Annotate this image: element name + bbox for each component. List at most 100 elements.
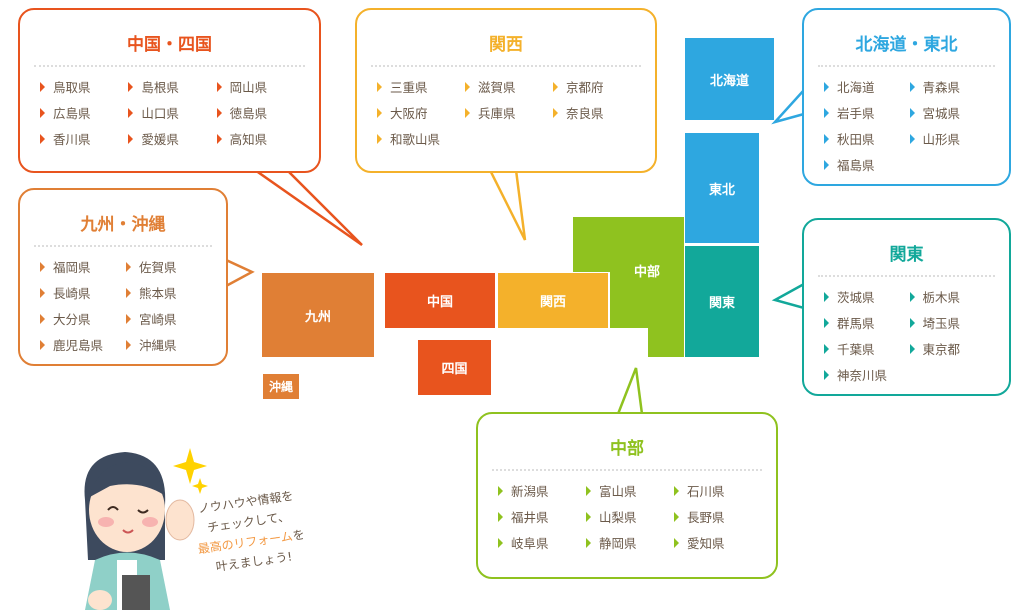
prefecture-link[interactable]: 鳥取県 [40, 77, 128, 96]
prefecture-link[interactable]: 和歌山県 [377, 129, 465, 148]
map-chugoku[interactable]: 中国 [385, 273, 495, 328]
prefecture-link[interactable]: 埼玉県 [909, 313, 996, 332]
prefecture-link[interactable]: 岐阜県 [498, 533, 586, 552]
prefecture-list: 新潟県 富山県石川県福井県山梨県 長野県岐阜県静岡県愛知県 [492, 481, 762, 552]
prefecture-label: 香川県 [53, 132, 91, 147]
prefecture-link[interactable]: 石川県 [674, 481, 762, 500]
prefecture-link[interactable]: 島根県 [128, 77, 216, 96]
prefecture-link[interactable]: 大分県 [40, 309, 126, 328]
arrow-right-icon [674, 485, 679, 496]
prefecture-link[interactable]: 京都府 [553, 77, 641, 96]
arrow-right-icon [909, 343, 915, 354]
arrow-right-icon [377, 133, 382, 144]
prefecture-label: 奈良県 [566, 106, 604, 121]
prefecture-link[interactable]: 静岡県 [586, 533, 674, 552]
prefecture-label: 宮城県 [922, 106, 961, 121]
prefecture-label: 島根県 [141, 80, 179, 95]
map-okinawa[interactable]: 沖縄 [263, 374, 299, 399]
arrow-right-icon [128, 133, 134, 144]
prefecture-link[interactable]: 山梨県 [586, 507, 674, 526]
prefecture-label: 茨城県 [837, 290, 875, 305]
arrow-right-icon [498, 511, 503, 522]
prefecture-link[interactable]: 高知県 [216, 129, 305, 148]
prefecture-link[interactable]: 富山県 [586, 481, 674, 500]
prefecture-label: 栃木県 [922, 290, 961, 305]
prefecture-label: 東京都 [922, 342, 961, 357]
prefecture-link[interactable]: 滋賀県 [465, 77, 553, 96]
region-box-chubu: 中部新潟県富山県石川県福井県山梨県長野県岐阜県静岡県愛知県 [476, 412, 778, 579]
prefecture-link[interactable]: 福井県 [498, 507, 586, 526]
prefecture-link[interactable]: 福岡県 [40, 257, 126, 276]
prefecture-link[interactable]: 徳島県 [216, 103, 305, 122]
prefecture-link[interactable]: 千葉県 [824, 339, 910, 358]
prefecture-link[interactable]: 宮崎県 [126, 309, 212, 328]
map-kansai[interactable]: 関西 [498, 273, 608, 328]
prefecture-label: 京都府 [566, 80, 604, 95]
prefecture-link[interactable]: 愛知県 [674, 533, 762, 552]
prefecture-link[interactable]: 奈良県 [553, 103, 641, 122]
prefecture-link[interactable]: 長崎県 [40, 283, 126, 302]
prefecture-list: 福岡県佐賀県長崎県 熊本県大分県 宮崎県鹿児島県沖縄県 [34, 257, 212, 354]
prefecture-link[interactable]: 香川県 [40, 129, 128, 148]
arrow-right-icon [553, 81, 558, 92]
prefecture-label: 宮崎県 [139, 312, 177, 327]
prefecture-link[interactable]: 北海道 [824, 77, 910, 96]
prefecture-link[interactable]: 広島県 [40, 103, 128, 122]
arrow-right-icon [824, 369, 829, 380]
prefecture-link[interactable]: 福島県 [824, 155, 910, 174]
arrow-right-icon [216, 133, 222, 144]
prefecture-link[interactable]: 佐賀県 [126, 257, 212, 276]
prefecture-link[interactable]: 三重県 [377, 77, 465, 96]
prefecture-label: 長野県 [687, 510, 725, 525]
arrow-right-icon [824, 81, 829, 92]
prefecture-link[interactable]: 青森県 [909, 77, 996, 96]
prefecture-label: 長崎県 [53, 286, 91, 301]
arrow-right-icon [674, 537, 679, 548]
arrow-right-icon [128, 81, 134, 92]
prefecture-link[interactable]: 山形県 [909, 129, 996, 148]
prefecture-link[interactable]: 茨城県 [824, 287, 910, 306]
arrow-right-icon [216, 107, 222, 118]
map-chubu[interactable]: 中部 [633, 264, 660, 280]
prefecture-link[interactable]: 沖縄県 [126, 335, 212, 354]
prefecture-link[interactable]: 栃木県 [909, 287, 996, 306]
prefecture-link[interactable]: 神奈川県 [824, 365, 910, 384]
map-hokkaido[interactable]: 北海道 [685, 38, 774, 120]
prefecture-label: 山口県 [141, 106, 179, 121]
prefecture-link[interactable]: 群馬県 [824, 313, 910, 332]
map-tohoku[interactable]: 東北 [685, 133, 759, 243]
prefecture-link[interactable]: 秋田県 [824, 129, 910, 148]
map-kyushu[interactable]: 九州 [262, 273, 374, 357]
map-shikoku[interactable]: 四国 [418, 340, 491, 395]
prefecture-link[interactable]: 東京都 [909, 339, 996, 358]
arrow-right-icon [909, 317, 915, 328]
prefecture-link[interactable]: 兵庫県 [465, 103, 553, 122]
arrow-right-icon [909, 133, 915, 144]
map-kanto[interactable]: 関東 [685, 246, 759, 357]
prefecture-link[interactable]: 大阪府 [377, 103, 465, 122]
prefecture-link[interactable]: 熊本県 [126, 283, 212, 302]
prefecture-link[interactable]: 鹿児島県 [40, 335, 126, 354]
prefecture-label: 山梨県 [599, 510, 637, 525]
arrow-right-icon [40, 261, 45, 272]
arrow-right-icon [586, 511, 591, 522]
prefecture-link[interactable]: 新潟県 [498, 481, 586, 500]
arrow-right-icon [824, 343, 829, 354]
region-title: 関東 [818, 240, 995, 277]
prefecture-link[interactable]: 宮城県 [909, 103, 996, 122]
arrow-right-icon [553, 107, 558, 118]
prefecture-label: 新潟県 [511, 484, 549, 499]
arrow-right-icon [377, 107, 382, 118]
prefecture-link[interactable]: 山口県 [128, 103, 216, 122]
arrow-right-icon [40, 287, 45, 298]
prefecture-link[interactable]: 愛媛県 [128, 129, 216, 148]
prefecture-link[interactable]: 岡山県 [216, 77, 305, 96]
prefecture-link[interactable]: 長野県 [674, 507, 762, 526]
prefecture-list: 三重県滋賀県京都府大阪府兵庫県奈良県和歌山県 [371, 77, 641, 148]
arrow-right-icon [126, 287, 131, 298]
arrow-right-icon [909, 107, 915, 118]
arrow-right-icon [465, 81, 470, 92]
prefecture-label: 広島県 [53, 106, 91, 121]
prefecture-label: 大分県 [53, 312, 91, 327]
prefecture-link[interactable]: 岩手県 [824, 103, 910, 122]
